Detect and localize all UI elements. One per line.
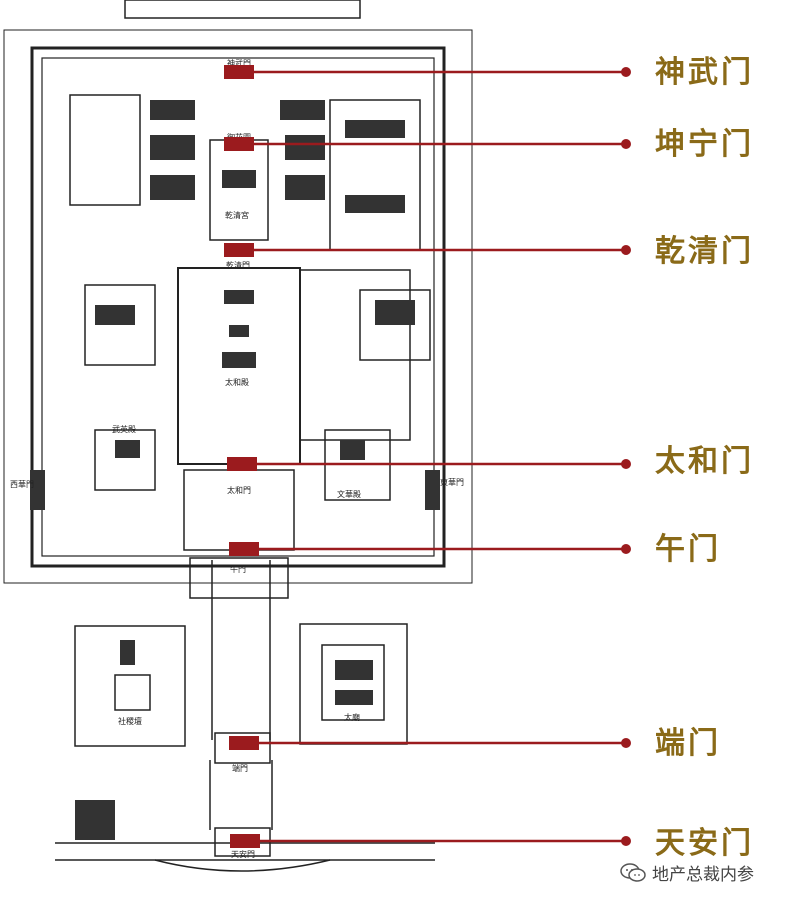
taimiao-hall (321, 644, 385, 721)
palace-wall (30, 46, 446, 568)
outer-boundary (3, 29, 473, 584)
gate-label-shenwu: 神武门 (655, 55, 754, 90)
map-label-qianqinggong: 乾清宮 (225, 210, 249, 220)
kunning-gate-marker (224, 137, 254, 151)
map-label-taihemen: 太和門 (227, 485, 251, 495)
wuyingdian-block (94, 429, 156, 491)
qianqing-gate-marker (224, 243, 254, 257)
map-label-xihuamen: 西華門 (10, 479, 34, 489)
watermark: 地产总裁内参 (620, 860, 754, 885)
duan-gate-marker (229, 736, 259, 750)
golden-water-bridge (154, 859, 331, 872)
map-label-tiananmen: 天安門 (231, 849, 255, 859)
taihe-gate-marker (227, 457, 257, 471)
wumen-block (189, 557, 289, 599)
wechat-icon (620, 862, 646, 882)
gate-label-qianqing: 乾清门 (655, 234, 754, 269)
gate-label-kunning: 坤宁门 (655, 127, 754, 162)
west-block (84, 284, 156, 366)
map-label-wenhuadian: 文華殿 (337, 489, 361, 499)
gate-label-wu: 午门 (655, 532, 721, 567)
gate-label-tianan: 天安门 (655, 826, 754, 861)
map-label-shenwu: 神武門 (227, 58, 251, 68)
gate-markers (224, 65, 631, 848)
east-hall (359, 289, 431, 361)
east-block (299, 269, 411, 441)
map-label-shejitan: 社稷壇 (118, 716, 142, 726)
qianqing-gate-dot (621, 245, 631, 255)
map-label-wumen: 午門 (230, 564, 246, 574)
wu-gate-marker (229, 542, 259, 556)
taimiao-enclosure (299, 623, 408, 745)
watermark-text: 地产总裁内参 (652, 865, 754, 885)
shenwu-gate-marker (224, 65, 254, 79)
map-label-taihedian: 太和殿 (225, 377, 249, 387)
gate-label-taihe: 太和门 (655, 444, 754, 479)
tianan-gate-marker (230, 834, 260, 848)
shejitan-altar (114, 674, 151, 711)
map-label-donghuamen: 東華門 (440, 477, 464, 487)
taihemen-courtyard (183, 469, 295, 551)
buildings (30, 100, 440, 840)
map-label-duanmen: 端門 (232, 763, 248, 773)
map-label-wuyingdian: 武英殿 (112, 424, 136, 434)
qianqinggong-enclosure (209, 139, 269, 241)
shenwu-gate-dot (621, 67, 631, 77)
kunning-gate-dot (621, 139, 631, 149)
map-label-taimiao: 太廟 (344, 712, 360, 722)
tianan-gate-dot (621, 836, 631, 846)
shejitan-enclosure (74, 625, 186, 747)
jingshan-strip (124, 0, 361, 19)
duanmen-block (214, 732, 271, 764)
wu-gate-dot (621, 544, 631, 554)
taihe-gate-dot (621, 459, 631, 469)
map-label-qianqingmen: 乾清門 (226, 260, 250, 270)
duan-gate-dot (621, 738, 631, 748)
west-palaces (69, 94, 141, 206)
gate-label-duan: 端门 (655, 726, 721, 761)
